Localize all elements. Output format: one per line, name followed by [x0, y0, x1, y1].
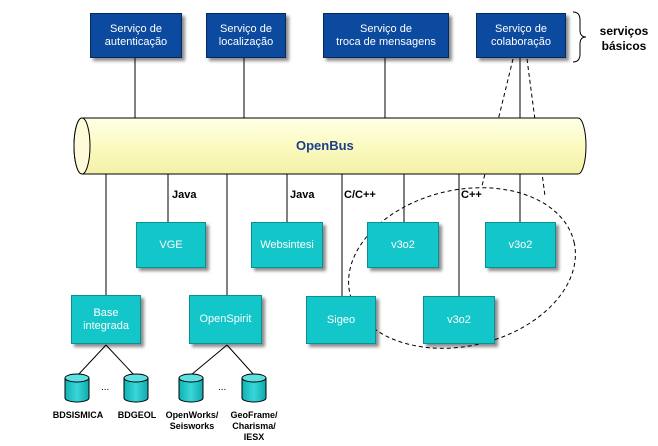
app-v3o2: v3o2 [485, 222, 556, 268]
service-authentication: Serviço de autenticação [90, 13, 182, 58]
geoframe-line3: IESX [243, 432, 265, 442]
v3o2-group-ellipse [348, 187, 576, 349]
app-openspirit: OpenSpirit [189, 295, 262, 344]
base-line1: Base [93, 306, 119, 319]
openworks-line1: OpenWorks/ [165, 410, 219, 420]
service-location: Serviço de localização [206, 13, 286, 58]
basic-services-line2: básicos [601, 39, 647, 53]
database-label-geoframe: GeoFrame/ Charisma/ IESX [224, 410, 284, 443]
app-v3o2: v3o2 [423, 296, 495, 344]
openbus-cylinder [73, 117, 587, 175]
app-connectors [105, 174, 521, 296]
service-connectors [134, 58, 521, 122]
service-messaging: Serviço de troca de mensagens [323, 13, 449, 58]
service-line1: Serviço de [360, 22, 412, 35]
language-cpp-label: C/C++ [344, 189, 376, 201]
language-java-label: Java [290, 189, 315, 201]
database-icon [241, 373, 267, 403]
service-line2: autenticação [104, 35, 168, 48]
base-line2: integrada [83, 319, 129, 332]
database-label-bdgeol: BDGEOL [117, 410, 157, 420]
database-label-bdsismica: BDSISMICA [52, 410, 104, 420]
database-icon [178, 373, 204, 403]
basic-services-line1: serviços [599, 24, 649, 38]
database-connectors [77, 344, 255, 376]
geoframe-line1: GeoFrame/ [230, 410, 278, 420]
service-line1: Serviço de [110, 22, 162, 35]
service-line2: troca de mensagens [336, 35, 436, 48]
service-collaboration: Serviço de colaboração [476, 13, 566, 58]
ellipsis-label: ... [101, 382, 110, 393]
openworks-line2: Seisworks [169, 421, 215, 431]
service-line1: Serviço de [495, 22, 547, 35]
language-java-label: Java [172, 189, 197, 201]
app-sigeo: Sigeo [306, 296, 376, 344]
language-cpp-label: C++ [461, 189, 482, 201]
basic-services-label: serviços básicos [592, 24, 656, 54]
service-line1: Serviço de [220, 22, 272, 35]
database-cylinders [64, 373, 267, 403]
database-label-openworks: OpenWorks/ Seisworks [161, 410, 223, 432]
database-icon [64, 373, 90, 403]
brace-icon [572, 11, 587, 63]
app-vge: VGE [136, 222, 206, 268]
app-base-integrada: Base integrada [71, 295, 141, 344]
app-v3o2: v3o2 [367, 222, 439, 268]
service-line2: colaboração [491, 35, 551, 48]
app-websintesi: Websintesi [251, 222, 323, 268]
ellipsis-label: ... [218, 382, 227, 393]
geoframe-line2: Charisma/ [232, 421, 276, 431]
database-icon [123, 373, 149, 403]
openbus-label: OpenBus [296, 138, 354, 153]
service-line2: localização [218, 35, 274, 48]
